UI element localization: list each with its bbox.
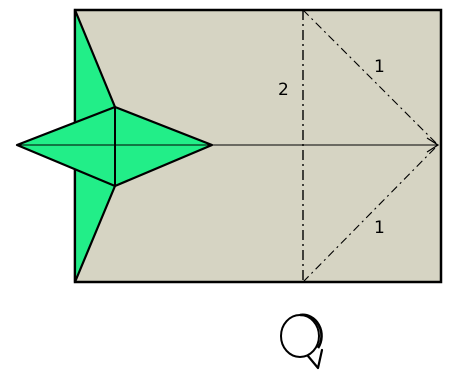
fold-label-1-bottom: 1: [374, 218, 385, 238]
fold-label-1-top: 1: [374, 57, 385, 77]
rotate-arrow-icon: [280, 313, 324, 370]
mountain-fold-line-1-top: [302, 9, 439, 146]
fold-label-2: 2: [278, 80, 289, 100]
mountain-fold-line-1-bottom: [302, 144, 439, 283]
